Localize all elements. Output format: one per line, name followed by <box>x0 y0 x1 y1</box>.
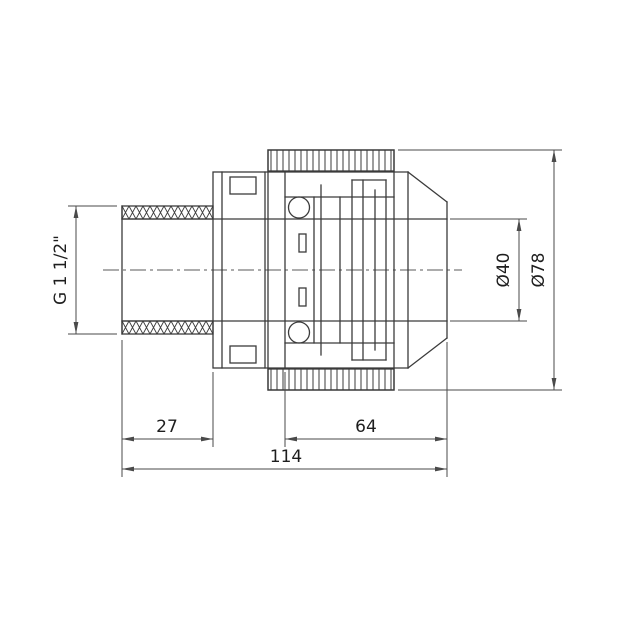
dim-nut-length: 64 <box>284 342 448 477</box>
dim-inner-diameter: Ø40 <box>450 218 527 322</box>
inner-diameter-label: Ø40 <box>494 252 514 287</box>
nut-length-label: 64 <box>355 417 377 437</box>
dim-thread-length: 27 <box>121 340 214 477</box>
flange-tab-bottom <box>229 345 257 364</box>
outlet-section <box>407 171 448 369</box>
thread-section <box>121 205 214 335</box>
thread-knurl-top <box>121 205 214 220</box>
grip-ring-ball-bottom <box>287 321 311 344</box>
thread-spec-label: G 1 1/2" <box>51 235 71 305</box>
thread-length-label: 27 <box>156 417 178 437</box>
union-nut-section <box>264 149 409 391</box>
nut-serration-top <box>267 149 395 172</box>
flange-tab-top <box>229 176 257 195</box>
dim-outer-diameter: Ø78 <box>398 149 562 391</box>
thread-knurl-bottom <box>121 320 214 335</box>
grip-ring-ball-top <box>287 196 311 219</box>
seal-slot-top <box>298 233 307 253</box>
total-length-label: 114 <box>270 447 302 467</box>
flange-outline <box>212 171 266 369</box>
dim-thread-spec: G 1 1/2" <box>51 205 117 335</box>
outer-diameter-label: Ø78 <box>529 252 549 287</box>
dim-total-length: 114 <box>122 447 447 472</box>
flange-section <box>212 171 266 369</box>
nut-serration-bottom <box>267 368 395 391</box>
seal-slot-bottom <box>298 287 307 307</box>
